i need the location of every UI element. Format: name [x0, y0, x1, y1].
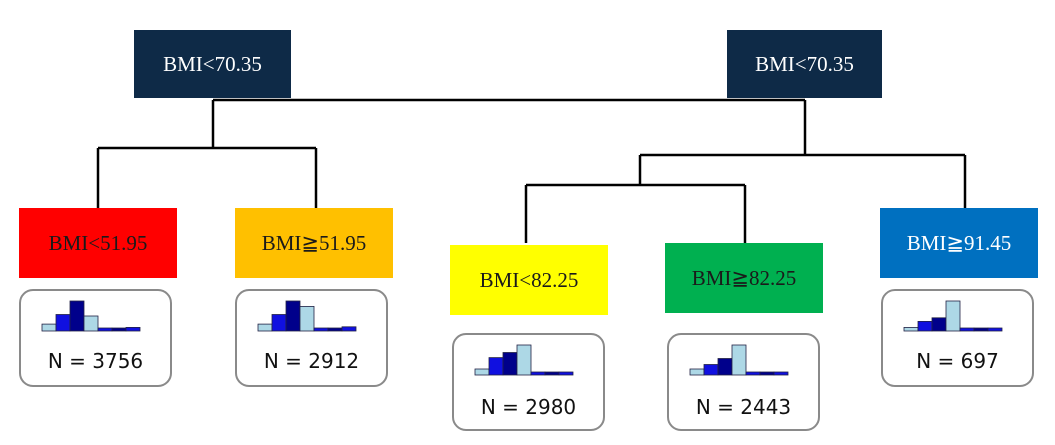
histogram-bar	[327, 327, 343, 332]
histogram-bar	[488, 357, 504, 376]
histogram-bar	[530, 371, 546, 376]
histogram-bar	[55, 314, 71, 332]
histogram-bar	[111, 327, 127, 332]
histogram-bar	[502, 352, 518, 376]
leaf-node-label: BMI≧91.45	[906, 230, 1012, 255]
histogram-bar	[917, 320, 933, 332]
histogram-icon	[257, 300, 357, 332]
histogram-icon	[41, 300, 141, 332]
sample-count-label: N = 2912	[263, 349, 360, 373]
leaf-node-label: BMI≧82.25	[691, 265, 797, 290]
sample-count-label: N = 3756	[47, 349, 144, 373]
root-node-label: BMI<70.35	[755, 51, 854, 76]
histogram-bar	[987, 327, 1003, 332]
histogram-icon	[474, 344, 574, 376]
histogram-bar	[83, 315, 99, 332]
leaf-node-bmi-lt-82.25: BMI<82.25	[450, 245, 608, 315]
histogram-bar	[257, 323, 273, 332]
leaf-distribution-box: N = 697	[881, 289, 1034, 387]
histogram-bar	[759, 371, 775, 376]
sample-count-label: N = 697	[916, 349, 999, 373]
histogram-bar	[689, 368, 705, 376]
leaf-node-label: BMI≧51.95	[261, 230, 367, 255]
histogram-bar	[703, 364, 719, 376]
histogram-bar	[544, 371, 560, 376]
leaf-distribution-box: N = 2912	[235, 289, 388, 387]
sample-count-label: N = 2443	[695, 395, 792, 419]
sample-count-label: N = 2980	[480, 395, 577, 419]
histogram-bar	[931, 317, 947, 332]
histogram-icon	[903, 300, 1003, 332]
leaf-node-label: BMI<82.25	[479, 267, 579, 292]
histogram-bar	[285, 300, 301, 332]
leaf-distribution-box: N = 2443	[667, 333, 820, 431]
histogram-bar	[69, 300, 85, 332]
histogram-bar	[717, 358, 733, 376]
root-node-left: BMI<70.35	[134, 30, 291, 98]
histogram-bar	[41, 323, 57, 332]
histogram-bar	[945, 300, 961, 332]
histogram-bar	[773, 371, 789, 376]
histogram-bar	[97, 327, 113, 332]
histogram-bar	[271, 314, 287, 332]
histogram-bar	[959, 327, 975, 332]
leaf-node-bmi-lt-51.95: BMI<51.95	[19, 208, 177, 278]
histogram-bar	[299, 305, 315, 332]
leaf-node-label: BMI<51.95	[48, 230, 148, 255]
root-node-right: BMI<70.35	[727, 30, 882, 98]
histogram-bar	[474, 368, 490, 376]
histogram-bar	[516, 344, 532, 376]
leaf-node-bmi-ge-82.25: BMI≧82.25	[665, 243, 823, 313]
leaf-node-bmi-ge-51.95: BMI≧51.95	[235, 208, 393, 278]
leaf-distribution-box: N = 2980	[452, 333, 605, 431]
histogram-bar	[341, 326, 357, 332]
histogram-bar	[973, 327, 989, 332]
histogram-bar	[903, 327, 919, 332]
histogram-bar	[125, 327, 141, 332]
histogram-icon	[689, 344, 789, 376]
histogram-bar	[558, 371, 574, 376]
leaf-node-bmi-ge-91.45: BMI≧91.45	[880, 208, 1038, 278]
histogram-bar	[313, 327, 329, 332]
leaf-distribution-box: N = 3756	[19, 289, 172, 387]
root-node-label: BMI<70.35	[163, 51, 262, 76]
histogram-bar	[745, 371, 761, 376]
histogram-bar	[731, 344, 747, 376]
